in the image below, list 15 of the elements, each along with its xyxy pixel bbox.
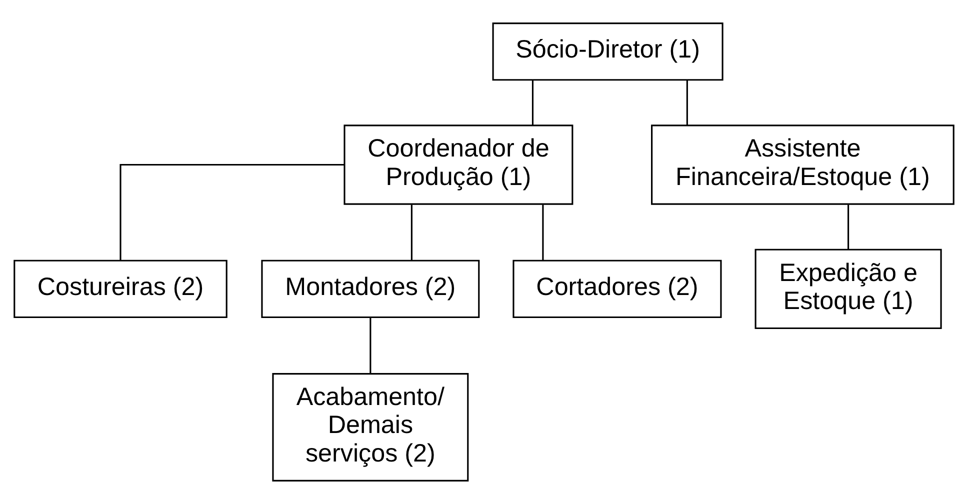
connector	[686, 80, 688, 125]
node-box: Coordenador de Produção (1)	[344, 124, 574, 204]
connector	[120, 163, 344, 260]
node-box: Costureiras (2)	[14, 259, 228, 318]
connector	[542, 204, 544, 260]
node-box: Expedição e Estoque (1)	[754, 248, 942, 329]
connector	[532, 80, 534, 125]
node-box: Cortadores (2)	[512, 259, 722, 318]
connector	[848, 204, 850, 249]
connector	[410, 204, 412, 260]
node-box: Assistente Financeira/Estoque (1)	[651, 124, 954, 204]
node-box: Sócio-Diretor (1)	[492, 22, 724, 80]
node-box: Acabamento/ Demais serviços (2)	[272, 372, 469, 481]
node-box: Montadores (2)	[261, 259, 480, 318]
connector	[370, 317, 372, 373]
